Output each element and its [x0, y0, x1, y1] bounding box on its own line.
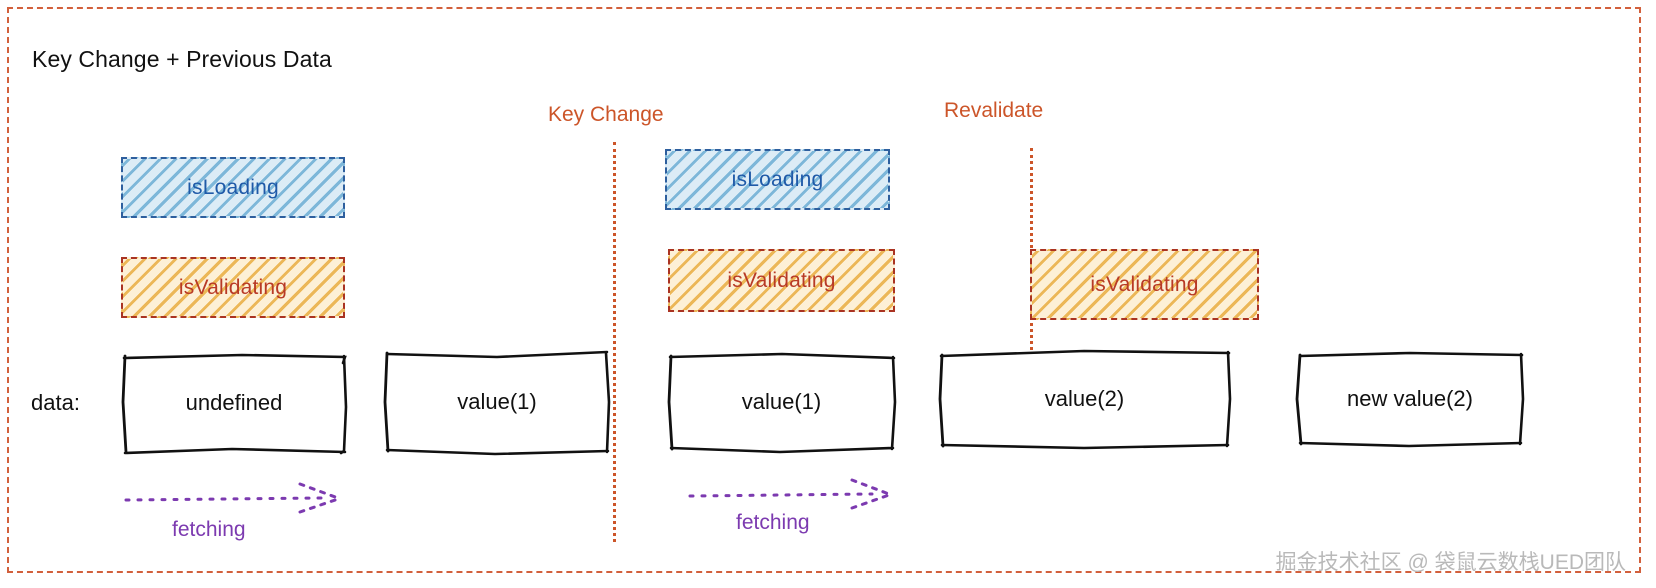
data-box-undefined: undefined: [121, 352, 348, 455]
watermark: 掘金技术社区 @ 袋鼠云数栈UED团队: [1275, 551, 1626, 574]
data-box-label: value(1): [457, 389, 537, 414]
data-box-value1-a: value(1): [383, 350, 611, 456]
fetching-label-2: fetching: [736, 511, 810, 534]
page-title: Key Change + Previous Data: [32, 46, 332, 72]
state-box-label: isValidating: [727, 268, 836, 292]
state-box-label: isValidating: [1090, 272, 1199, 296]
fetching-arrow-2: [688, 478, 895, 512]
data-box-label: undefined: [185, 390, 283, 415]
state-box-label: isLoading: [187, 175, 279, 199]
data-box-new-value2: new value(2): [1295, 351, 1525, 448]
state-box-isloading-2: isLoading: [665, 149, 890, 210]
data-box-label: value(2): [1044, 385, 1125, 411]
phase-label-revalidate: Revalidate: [944, 99, 1044, 122]
data-box-label: value(1): [741, 389, 822, 414]
data-box-value2: value(2): [938, 349, 1232, 450]
state-box-isvalidating-2: isValidating: [668, 249, 895, 312]
fetching-label-1: fetching: [172, 518, 246, 541]
data-row-label: data:: [31, 390, 80, 415]
data-box-label: new value(2): [1347, 385, 1473, 411]
state-box-isvalidating-1: isValidating: [121, 257, 345, 318]
state-box-label: isLoading: [731, 167, 824, 191]
state-box-isloading-1: isLoading: [121, 157, 345, 218]
phase-label-key-change: Key Change: [548, 103, 664, 126]
fetching-arrow-1: [124, 482, 346, 516]
state-box-isvalidating-3: isValidating: [1030, 249, 1259, 320]
phase-divider-key-change: [613, 142, 616, 542]
data-box-value1-b: value(1): [667, 352, 897, 454]
state-box-label: isValidating: [178, 275, 288, 299]
